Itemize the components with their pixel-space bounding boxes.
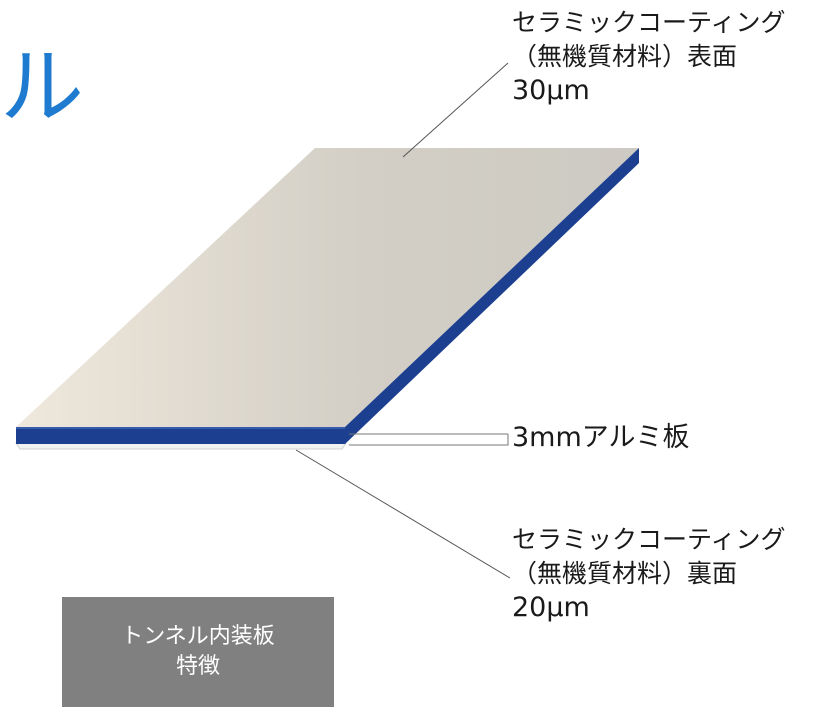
leader-line-core-2: [349, 434, 509, 446]
panel-side-edge: [345, 148, 639, 444]
panel-top-surface: [16, 148, 639, 427]
core-label: 3mmアルミ板: [512, 422, 690, 453]
bottom-coating-thickness: 20μm: [512, 592, 590, 623]
top-coating-thickness: 30μm: [512, 75, 590, 106]
bottom-coating-line2: （無機質材料）裏面: [512, 559, 738, 588]
feature-button-line1: トンネル内装板: [121, 624, 275, 649]
tunnel-panel-features-button[interactable]: トンネル内装板 特徴: [62, 597, 334, 707]
bottom-coating-label: セラミックコーティング （無機質材料）裏面 20μm: [512, 523, 786, 625]
feature-button-line2: 特徴: [175, 654, 220, 679]
top-coating-line1: セラミックコーティング: [512, 8, 786, 37]
page-heading-fragment: ル: [0, 38, 85, 136]
leader-line-bottom: [295, 449, 511, 579]
top-coating-label: セラミックコーティング （無機質材料）表面 30μm: [512, 6, 786, 108]
panel-front-edge: [16, 427, 345, 444]
top-coating-line2: （無機質材料）表面: [512, 42, 738, 71]
bottom-coating-line1: セラミックコーティング: [512, 525, 786, 554]
leader-line-top: [402, 62, 509, 158]
